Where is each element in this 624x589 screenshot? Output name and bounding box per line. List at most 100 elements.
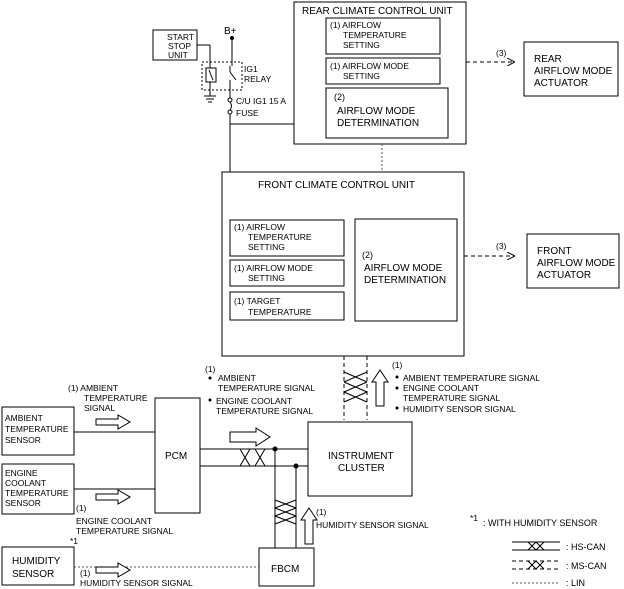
fuse-label: C/U IG1 15 A: [236, 96, 286, 106]
rear-airflow-mode-actuator: REAR AIRFLOW MODE ACTUATOR: [523, 41, 619, 97]
legend-lin: : LIN: [512, 578, 585, 588]
front-airflow-temp-setting: [229, 219, 345, 257]
svg-text:TEMPERATURE: TEMPERATURE: [248, 307, 312, 317]
cluster-signals-label: (1) AMBIENT TEMPERATURE SIGNAL ENGINE CO…: [392, 360, 540, 414]
svg-text:AIRFLOW MODE: AIRFLOW MODE: [364, 263, 443, 274]
front-climate-control-unit: FRONT CLIMATE CONTROL UNIT (1) AIRFLOW T…: [221, 171, 465, 357]
svg-text:*1: *1: [70, 536, 78, 546]
front-target-temperature: [229, 291, 345, 321]
svg-text:(1): (1): [392, 360, 403, 370]
svg-text:ENGINE: ENGINE: [5, 468, 38, 478]
pcm-signals-label: (1) AMBIENT TEMPERATURE SIGNAL ENGINE CO…: [205, 364, 315, 416]
rear-airflow-mode-determination: [325, 87, 449, 139]
svg-text:(1): (1): [205, 364, 216, 374]
fbcm: FBCM: [258, 547, 315, 587]
rear-ccu-title: REAR CLIMATE CONTROL UNIT: [302, 6, 453, 17]
footnote: *1 : WITH HUMIDITY SENSOR: [470, 513, 598, 528]
svg-text:ACTUATOR: ACTUATOR: [537, 270, 591, 281]
svg-text:: WITH HUMIDITY SENSOR: : WITH HUMIDITY SENSOR: [483, 518, 598, 528]
hs-can-pcm-to-cluster: [200, 446, 308, 548]
front-airflow-mode-determination: [354, 218, 458, 322]
svg-text:INSTRUMENT: INSTRUMENT: [328, 451, 394, 462]
svg-text:: MS-CAN: : MS-CAN: [566, 561, 607, 571]
humidity-signal-bottom-text: HUMIDITY SENSOR SIGNAL: [80, 578, 193, 588]
svg-text:ENGINE COOLANT: ENGINE COOLANT: [216, 396, 292, 406]
engine-coolant-temperature-sensor: ENGINE COOLANT TEMPERATURE SENSOR: [1, 463, 75, 515]
svg-text:FRONT: FRONT: [537, 246, 571, 257]
front-airflow-mode-setting: [229, 259, 345, 287]
svg-text:TEMPERATURE SIGNAL: TEMPERATURE SIGNAL: [218, 383, 315, 393]
start-stop-unit: START STOP UNIT: [152, 29, 198, 61]
svg-text:REAR: REAR: [534, 54, 562, 65]
ms-can-front-to-cluster: [343, 356, 368, 420]
legend-ms-can: : MS-CAN: [512, 560, 607, 571]
svg-text:ENGINE COOLANT: ENGINE COOLANT: [403, 383, 479, 393]
svg-text:DETERMINATION: DETERMINATION: [364, 275, 446, 286]
svg-text:SENSOR: SENSOR: [12, 569, 54, 580]
svg-text:(1) AMBIENT: (1) AMBIENT: [68, 383, 118, 393]
svg-text:: LIN: : LIN: [566, 578, 585, 588]
rear-climate-control-unit: REAR CLIMATE CONTROL UNIT (1) AIRFLOW TE…: [293, 1, 467, 145]
svg-text:PCM: PCM: [165, 451, 187, 462]
svg-text:AIRFLOW MODE: AIRFLOW MODE: [534, 66, 613, 77]
svg-text:(1) AIRFLOW MODE: (1) AIRFLOW MODE: [234, 263, 313, 273]
svg-text:(1): (1): [76, 503, 87, 513]
svg-text:SETTING: SETTING: [343, 40, 380, 50]
pcm-to-cluster-arrow: [229, 427, 271, 447]
svg-text:SIGNAL: SIGNAL: [84, 403, 115, 413]
svg-text:(2): (2): [362, 250, 373, 260]
instrument-cluster: INSTRUMENT CLUSTER: [307, 421, 413, 497]
legend-hs-can: : HS-CAN: [512, 541, 606, 552]
fbcm-to-cluster-arrow: [300, 507, 318, 545]
svg-text:START: START: [167, 32, 194, 42]
humidity-sensor: *1 HUMIDITY SENSOR: [1, 536, 78, 586]
svg-text:SETTING: SETTING: [343, 71, 380, 81]
fuse: [227, 92, 294, 172]
humidity-signal-bottom-num: (1): [80, 568, 91, 578]
front-ccu-title: FRONT CLIMATE CONTROL UNIT: [258, 180, 415, 191]
humidity-signal-arrow: [95, 562, 131, 578]
rear-airflow-temp-setting: [325, 17, 441, 55]
svg-text:ENGINE COOLANT: ENGINE COOLANT: [76, 516, 152, 526]
svg-text:HUMIDITY: HUMIDITY: [12, 556, 61, 567]
svg-text:COOLANT: COOLANT: [5, 478, 46, 488]
front-airflow-mode-actuator: FRONT AIRFLOW MODE ACTUATOR: [526, 233, 620, 289]
ect-signal-label: (1) ENGINE COOLANT TEMPERATURE SIGNAL: [76, 503, 173, 536]
svg-text:HUMIDITY SENSOR SIGNAL: HUMIDITY SENSOR SIGNAL: [403, 404, 516, 414]
svg-text:TEMPERATURE SIGNAL: TEMPERATURE SIGNAL: [216, 406, 313, 416]
svg-text:TEMPERATURE SIGNAL: TEMPERATURE SIGNAL: [403, 393, 500, 403]
svg-text:AMBIENT: AMBIENT: [218, 373, 256, 383]
svg-text:SENSOR: SENSOR: [5, 435, 41, 445]
svg-text:(1) AIRFLOW MODE: (1) AIRFLOW MODE: [330, 61, 409, 71]
svg-text:SETTING: SETTING: [248, 273, 285, 283]
humidity-signal-up-text: HUMIDITY SENSOR SIGNAL: [316, 520, 429, 530]
ambient-signal-label: (1) AMBIENT TEMPERATURE SIGNAL: [68, 383, 148, 413]
ig1-relay-label: IG1: [244, 64, 258, 74]
pcm: PCM: [154, 397, 201, 514]
svg-text:: HS-CAN: : HS-CAN: [566, 542, 606, 552]
svg-text:TEMPERATURE: TEMPERATURE: [343, 30, 407, 40]
svg-text:STOP: STOP: [168, 41, 191, 51]
svg-text:(1) TARGET: (1) TARGET: [234, 296, 280, 306]
svg-text:TEMPERATURE SIGNAL: TEMPERATURE SIGNAL: [76, 526, 173, 536]
svg-text:(1) AIRFLOW: (1) AIRFLOW: [330, 20, 381, 30]
ig1-relay: [197, 44, 243, 103]
svg-text:AIRFLOW MODE: AIRFLOW MODE: [537, 258, 616, 269]
ect-signal-arrow: [95, 489, 131, 505]
svg-text:TEMPERATURE: TEMPERATURE: [84, 393, 148, 403]
humidity-signal-up-num: (1): [316, 507, 327, 517]
svg-text:TEMPERATURE: TEMPERATURE: [5, 424, 69, 434]
svg-text:AMBIENT TEMPERATURE SIGNAL: AMBIENT TEMPERATURE SIGNAL: [403, 373, 540, 383]
bplus-label: B+: [224, 26, 237, 37]
svg-text:*1: *1: [470, 513, 478, 523]
front-actuator-num: (3): [496, 241, 507, 251]
svg-text:SETTING: SETTING: [248, 242, 285, 252]
svg-text:(2): (2): [334, 92, 345, 102]
ig1-relay-label-2: RELAY: [244, 74, 272, 84]
svg-text:AMBIENT: AMBIENT: [5, 413, 43, 423]
svg-text:ACTUATOR: ACTUATOR: [534, 78, 588, 89]
fuse-label-2: FUSE: [236, 108, 259, 118]
ambient-signal-arrow: [95, 414, 131, 430]
svg-text:DETERMINATION: DETERMINATION: [337, 118, 419, 129]
